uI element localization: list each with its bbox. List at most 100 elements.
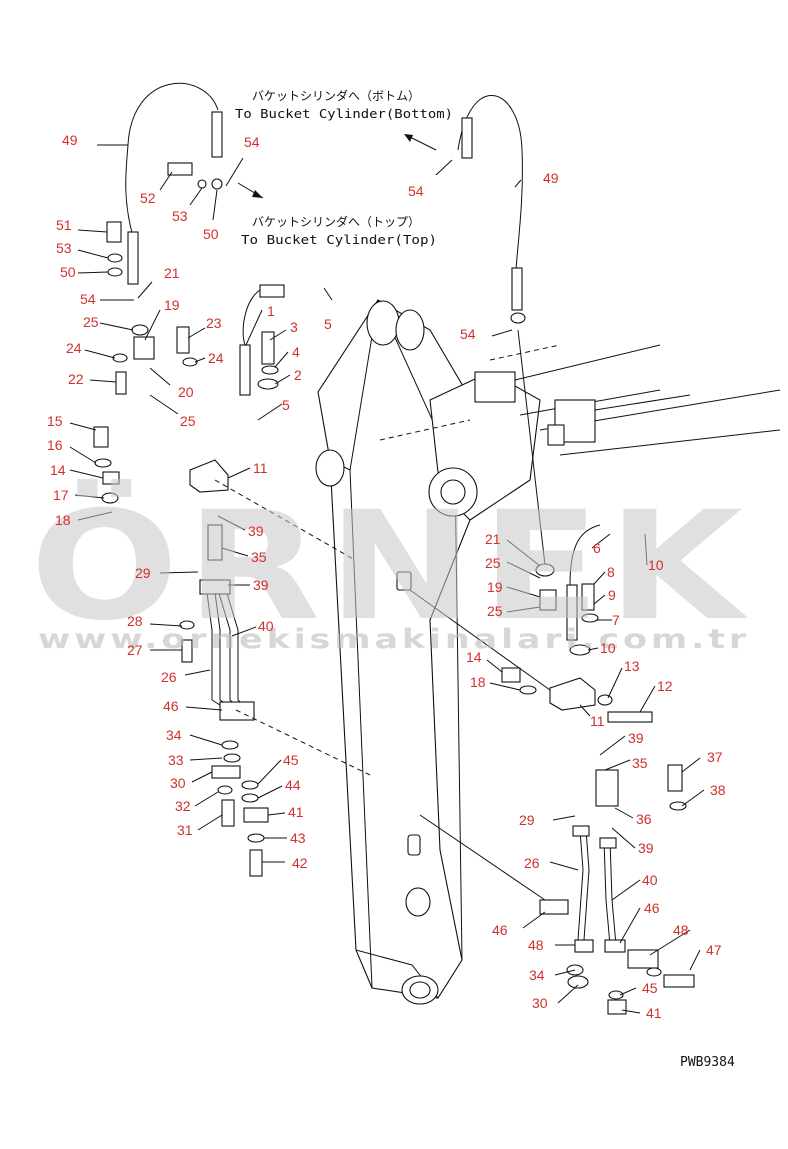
callout-52: 52 [140, 190, 156, 206]
callout-11: 11 [590, 713, 605, 729]
callout-47: 47 [706, 942, 722, 958]
callout-54: 54 [460, 326, 476, 342]
callout-32: 32 [175, 798, 191, 814]
note-top-jp: バケットシリンダへ（トップ） [252, 214, 420, 229]
callout-21: 21 [164, 265, 180, 281]
callout-30: 30 [532, 995, 548, 1011]
callout-33: 33 [168, 752, 184, 768]
callout-29: 29 [135, 565, 151, 581]
callout-46: 46 [163, 698, 179, 714]
callout-19: 19 [487, 579, 503, 595]
callout-39: 39 [628, 730, 644, 746]
callout-6: 6 [593, 540, 601, 556]
callout-37: 37 [707, 749, 723, 765]
callout-41: 41 [646, 1005, 662, 1021]
callout-35: 35 [251, 549, 267, 565]
watermark: ÖRNEK www.ornekismakinalari.com.tr [30, 478, 750, 655]
callout-39: 39 [248, 523, 264, 539]
callout-46: 46 [492, 922, 508, 938]
callout-18: 18 [470, 674, 486, 690]
callout-34: 34 [529, 967, 545, 983]
callout-40: 40 [258, 618, 274, 634]
callout-16: 16 [47, 437, 63, 453]
callout-13: 13 [624, 658, 640, 674]
callout-25: 25 [485, 555, 501, 571]
callout-23: 23 [206, 315, 222, 331]
callout-29: 29 [519, 812, 535, 828]
note-bottom-jp: バケットシリンダへ（ボトム） [252, 88, 420, 103]
callout-24: 24 [66, 340, 82, 356]
callout-48: 48 [673, 922, 689, 938]
callout-50: 50 [60, 264, 76, 280]
right-hose-assembly [409, 94, 695, 1015]
callout-46: 46 [644, 900, 660, 916]
callout-12: 12 [657, 678, 673, 694]
callout-25: 25 [487, 603, 503, 619]
callout-50: 50 [203, 226, 219, 242]
callout-11: 11 [253, 460, 268, 476]
callout-54: 54 [80, 291, 96, 307]
callout-44: 44 [285, 777, 301, 793]
callout-35: 35 [632, 755, 648, 771]
callout-38: 38 [710, 782, 726, 798]
callout-14: 14 [50, 462, 66, 478]
callout-4: 4 [292, 344, 300, 360]
callout-25: 25 [180, 413, 196, 429]
callout-21: 21 [485, 531, 501, 547]
callout-54: 54 [244, 134, 260, 150]
note-top-en: To Bucket Cylinder(Top) [241, 233, 437, 247]
callout-53: 53 [56, 240, 72, 256]
callout-9: 9 [608, 587, 616, 603]
callout-5: 5 [282, 397, 290, 413]
callout-28: 28 [127, 613, 143, 629]
callout-1: 1 [267, 303, 275, 319]
leader-lines [69, 134, 705, 1014]
callout-45: 45 [283, 752, 299, 768]
callout-10: 10 [648, 557, 664, 573]
callout-31: 31 [177, 822, 193, 838]
callout-45: 45 [642, 980, 658, 996]
callout-49: 49 [62, 132, 78, 148]
callout-17: 17 [53, 487, 69, 503]
callout-48: 48 [528, 937, 544, 953]
callout-27: 27 [127, 642, 143, 658]
callout-5: 5 [324, 316, 332, 332]
callout-10: 10 [600, 640, 616, 656]
watermark-url: www.ornekismakinalari.com.tr [38, 624, 750, 655]
callout-39: 39 [638, 840, 654, 856]
callout-18: 18 [55, 512, 71, 528]
callout-20: 20 [178, 384, 194, 400]
watermark-brand: ÖRNEK [30, 478, 750, 654]
callout-labels: 4952535054544951535054211925242223242025… [47, 132, 726, 1021]
drawing-code: PWB9384 [680, 1055, 735, 1070]
notes: バケットシリンダへ（ボトム） To Bucket Cylinder(Bottom… [235, 88, 453, 247]
callout-39: 39 [253, 577, 269, 593]
callout-2: 2 [294, 367, 302, 383]
callout-49: 49 [543, 170, 559, 186]
callout-14: 14 [466, 649, 482, 665]
callout-40: 40 [642, 872, 658, 888]
callout-41: 41 [288, 804, 304, 820]
note-bottom-en: To Bucket Cylinder(Bottom) [235, 107, 453, 121]
callout-30: 30 [170, 775, 186, 791]
callout-43: 43 [290, 830, 306, 846]
callout-7: 7 [612, 612, 620, 628]
callout-54: 54 [408, 183, 424, 199]
callout-15: 15 [47, 413, 63, 429]
callout-51: 51 [56, 217, 72, 233]
callout-19: 19 [164, 297, 180, 313]
callout-8: 8 [607, 564, 615, 580]
callout-34: 34 [166, 727, 182, 743]
callout-3: 3 [290, 319, 298, 335]
callout-22: 22 [68, 371, 84, 387]
callout-25: 25 [83, 314, 99, 330]
callout-42: 42 [292, 855, 308, 871]
left-hose-assembly [93, 82, 371, 877]
callout-53: 53 [172, 208, 188, 224]
arm-body [315, 299, 781, 1005]
callout-24: 24 [208, 350, 224, 366]
callout-26: 26 [161, 669, 177, 685]
callout-26: 26 [524, 855, 540, 871]
callout-36: 36 [636, 811, 652, 827]
